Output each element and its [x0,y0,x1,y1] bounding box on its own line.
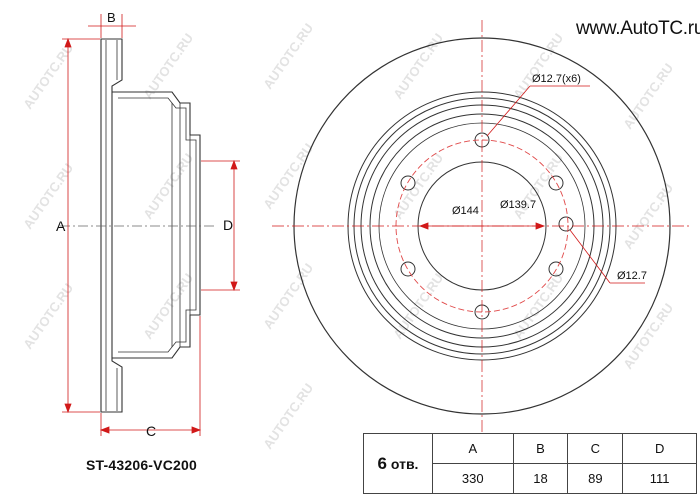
spec-value-d: 111 [622,463,697,494]
side-view [60,38,215,413]
watermark-text: AUTOTC.RU [390,31,446,102]
watermark-text: AUTOTC.RU [390,151,446,222]
watermark-text: AUTOTC.RU [140,31,196,102]
watermark-text: AUTOTC.RU [260,381,316,452]
bolt-hole [400,175,416,191]
dimension-label-a: A [56,218,66,234]
hat-inner-outline [118,97,197,353]
holes-count: 6 [377,453,387,473]
bolt-hole [548,175,564,191]
spec-value-b: 18 [512,463,569,494]
brand-logo-text: www.AutoTC.ru [576,18,700,39]
hole-callout: Ø12.7(x6) [532,73,581,85]
bolt-hole [548,261,564,277]
bolt-hole [400,261,416,277]
spec-header-a: A [432,433,514,464]
specs-value-row: 330 18 89 111 [364,463,697,494]
spec-value-c: 89 [567,463,624,494]
watermark-text: AUTOTC.RU [510,271,566,342]
dimension-label-c: C [146,423,156,439]
dimension-label-b: B [107,10,116,25]
rotor-rim-outline [100,38,123,413]
front-leaders [418,85,645,284]
specs-table: 6 отв. A B C D 330 18 89 111 [363,433,697,494]
watermark-text: AUTOTC.RU [620,181,676,252]
watermark-text: AUTOTC.RU [260,141,316,212]
center-hole-label: Ø12.7 [617,270,647,282]
spec-header-c: C [567,433,624,464]
brand-logo: www.AutoTC.ru [576,18,700,40]
watermark-text: AUTOTC.RU [620,301,676,372]
dimension-label-d: D [223,217,233,233]
specs-header-row: 6 отв. A B C D [363,433,697,494]
spec-value-a: 330 [432,463,514,494]
watermark-text: AUTOTC.RU [140,271,196,342]
holes-cell: 6 отв. [363,433,433,494]
holes-unit: отв. [390,455,419,472]
part-number: ST-43206-VC200 [86,457,197,473]
spec-header-d: D [622,433,697,464]
watermark-text: AUTOTC.RU [260,21,316,92]
hat-outline [112,91,201,359]
watermark-text: AUTOTC.RU [620,61,676,132]
pcd-outer-label: Ø144 [452,205,479,217]
watermark-text: AUTOTC.RU [140,151,196,222]
spec-header-b: B [512,433,569,464]
pcd-inner-label: Ø139.7 [500,199,536,211]
side-dimensions [62,14,240,436]
aux-hole [558,216,574,232]
